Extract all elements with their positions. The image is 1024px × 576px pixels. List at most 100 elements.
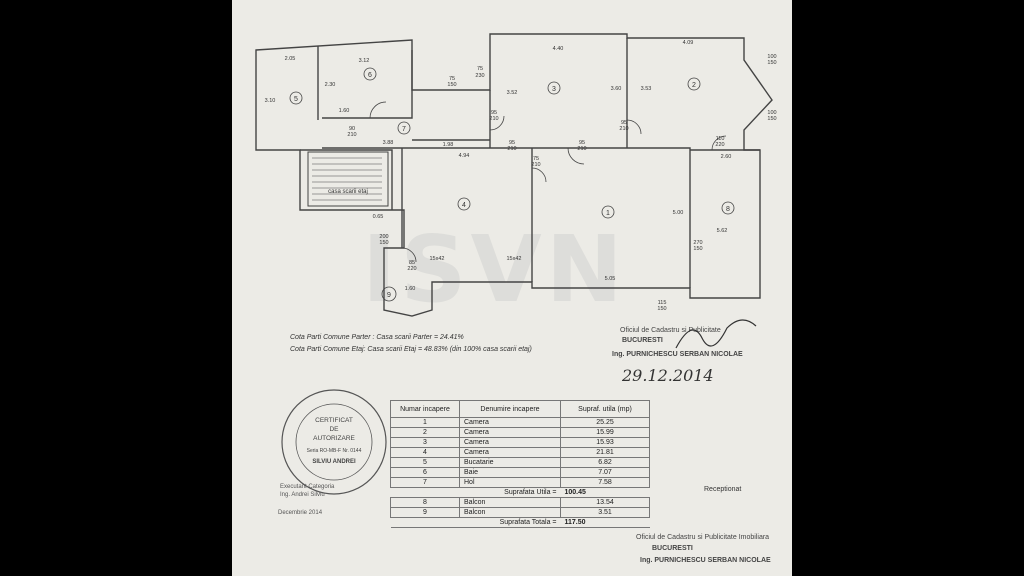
dim: 110 <box>716 136 725 142</box>
dim: 5.62 <box>717 228 728 234</box>
dim: 150 <box>767 60 776 66</box>
dim: 3.52 <box>507 90 518 96</box>
dim: 2.30 <box>325 82 336 88</box>
dim: 210 <box>347 132 356 138</box>
dim: 5.05 <box>605 276 616 282</box>
dim: 2.60 <box>721 154 732 160</box>
dim: 1.98 <box>443 142 454 148</box>
stamp-line5: SILVIU ANDREI <box>312 459 356 465</box>
dim: 270 <box>693 240 702 246</box>
signature-icon <box>675 319 757 349</box>
room-7-label: 7 <box>402 126 406 133</box>
room-3-label: 3 <box>552 86 556 93</box>
dim: 150 <box>767 116 776 122</box>
dim: 95 <box>491 110 497 116</box>
dim: 95 <box>621 120 627 126</box>
dim: 1.60 <box>339 108 350 114</box>
dim: 150 <box>693 246 702 252</box>
subtotal-row: Suprafata Utila = 100.45 <box>390 487 650 498</box>
dim: 5.00 <box>673 210 684 216</box>
dim: 15x42 <box>507 256 522 262</box>
floor-plan: 1 2 3 4 5 6 7 8 9 casa scarii etaj 2.05 … <box>255 33 777 317</box>
dim: 15x42 <box>430 256 445 262</box>
dim: 75 <box>449 76 455 82</box>
dim: 200 <box>379 234 388 240</box>
dim: 210 <box>531 162 540 168</box>
dim: 0.65 <box>373 214 384 220</box>
dim: 100 <box>767 54 776 60</box>
registry-office-bottom: Oficiul de Cadastru si Publicitate Imobi… <box>636 534 770 541</box>
receptionat-label: Receptionat <box>704 486 742 493</box>
stair-label: casa scarii etaj <box>328 189 368 195</box>
dim: 150 <box>379 240 388 246</box>
cota-parter: Cota Parti Comune Parter : Casa scarii P… <box>290 334 464 341</box>
stamp-line1: CERTIFICAT <box>315 417 353 424</box>
dim: 4.09 <box>683 40 694 46</box>
dim: 3.10 <box>265 98 276 104</box>
handwritten-date: 29.12.2014 <box>622 366 714 385</box>
registry-office-top: Oficiul de Cadastru si Publicitate <box>620 327 721 334</box>
rooms-table: Numar incapere Denumire incapere Supraf.… <box>390 400 650 528</box>
dim: 150 <box>447 82 456 88</box>
header-room-name: Denumire incapere <box>459 400 561 418</box>
registry-engineer-top: Ing. PURNICHESCU SERBAN NICOLAE <box>612 351 743 358</box>
registry-engineer-bottom: Ing. PURNICHESCU SERBAN NICOLAE <box>640 557 771 564</box>
document-sheet: ISVN <box>232 0 792 576</box>
dim: 2.05 <box>285 56 296 62</box>
stamp-line2: DE <box>329 426 339 433</box>
subtotal-label: Suprafata Utila = <box>390 487 561 498</box>
room-6-label: 6 <box>368 72 372 79</box>
room-1-label: 1 <box>606 210 610 217</box>
registry-city-top: BUCURESTI <box>622 337 663 344</box>
total-label: Suprafata Totala = <box>390 517 561 528</box>
dim: 230 <box>475 73 484 79</box>
room-9-label: 9 <box>387 292 391 299</box>
dim: 210 <box>577 146 586 152</box>
stamp-line3: AUTORIZARE <box>313 435 355 442</box>
total-row: Suprafata Totala = 117.50 <box>390 517 650 528</box>
dim: 3.12 <box>359 58 370 64</box>
engineer-name: Ing. Andrei Silviu <box>280 492 325 498</box>
room-8-label: 8 <box>726 206 730 213</box>
dim: 100 <box>767 110 776 116</box>
dim: 3.60 <box>611 86 622 92</box>
registry-city-bottom: BUCURESTI <box>652 545 693 552</box>
dim: 3.88 <box>383 140 394 146</box>
dim: 210 <box>619 126 628 132</box>
dim: 220 <box>715 142 724 148</box>
dim: 3.53 <box>641 86 652 92</box>
room-5-label: 5 <box>294 96 298 103</box>
dim: 95 <box>509 140 515 146</box>
header-area: Supraf. utila (mp) <box>560 400 650 418</box>
dim: 115 <box>658 300 667 306</box>
stamp-line4: Seria RO-MB-F Nr. 0144 <box>307 448 362 454</box>
dim: 95 <box>579 140 585 146</box>
executant-label: Executant Categoria <box>280 484 335 490</box>
dim: 85 <box>409 260 415 266</box>
cota-etaj: Cota Parti Comune Etaj: Casa scarii Etaj… <box>290 346 532 353</box>
authorization-stamp: CERTIFICAT DE AUTORIZARE Seria RO-MB-F N… <box>278 386 390 498</box>
dim: 4.40 <box>553 46 564 52</box>
watermark: ISVN <box>362 216 627 323</box>
date-text: Decembrie 2014 <box>278 510 323 516</box>
dim: 210 <box>507 146 516 152</box>
dim: 150 <box>657 306 666 312</box>
dim: 4.94 <box>459 153 470 159</box>
room-4-label: 4 <box>462 202 466 209</box>
dim: 75 <box>477 66 483 72</box>
dim: 75 <box>533 156 539 162</box>
room-2-label: 2 <box>692 82 696 89</box>
dim: 1.60 <box>405 286 416 292</box>
dim: 90 <box>349 126 355 132</box>
total-value: 117.50 <box>560 517 650 528</box>
header-room-number: Numar incapere <box>390 400 460 418</box>
dim: 210 <box>489 116 498 122</box>
